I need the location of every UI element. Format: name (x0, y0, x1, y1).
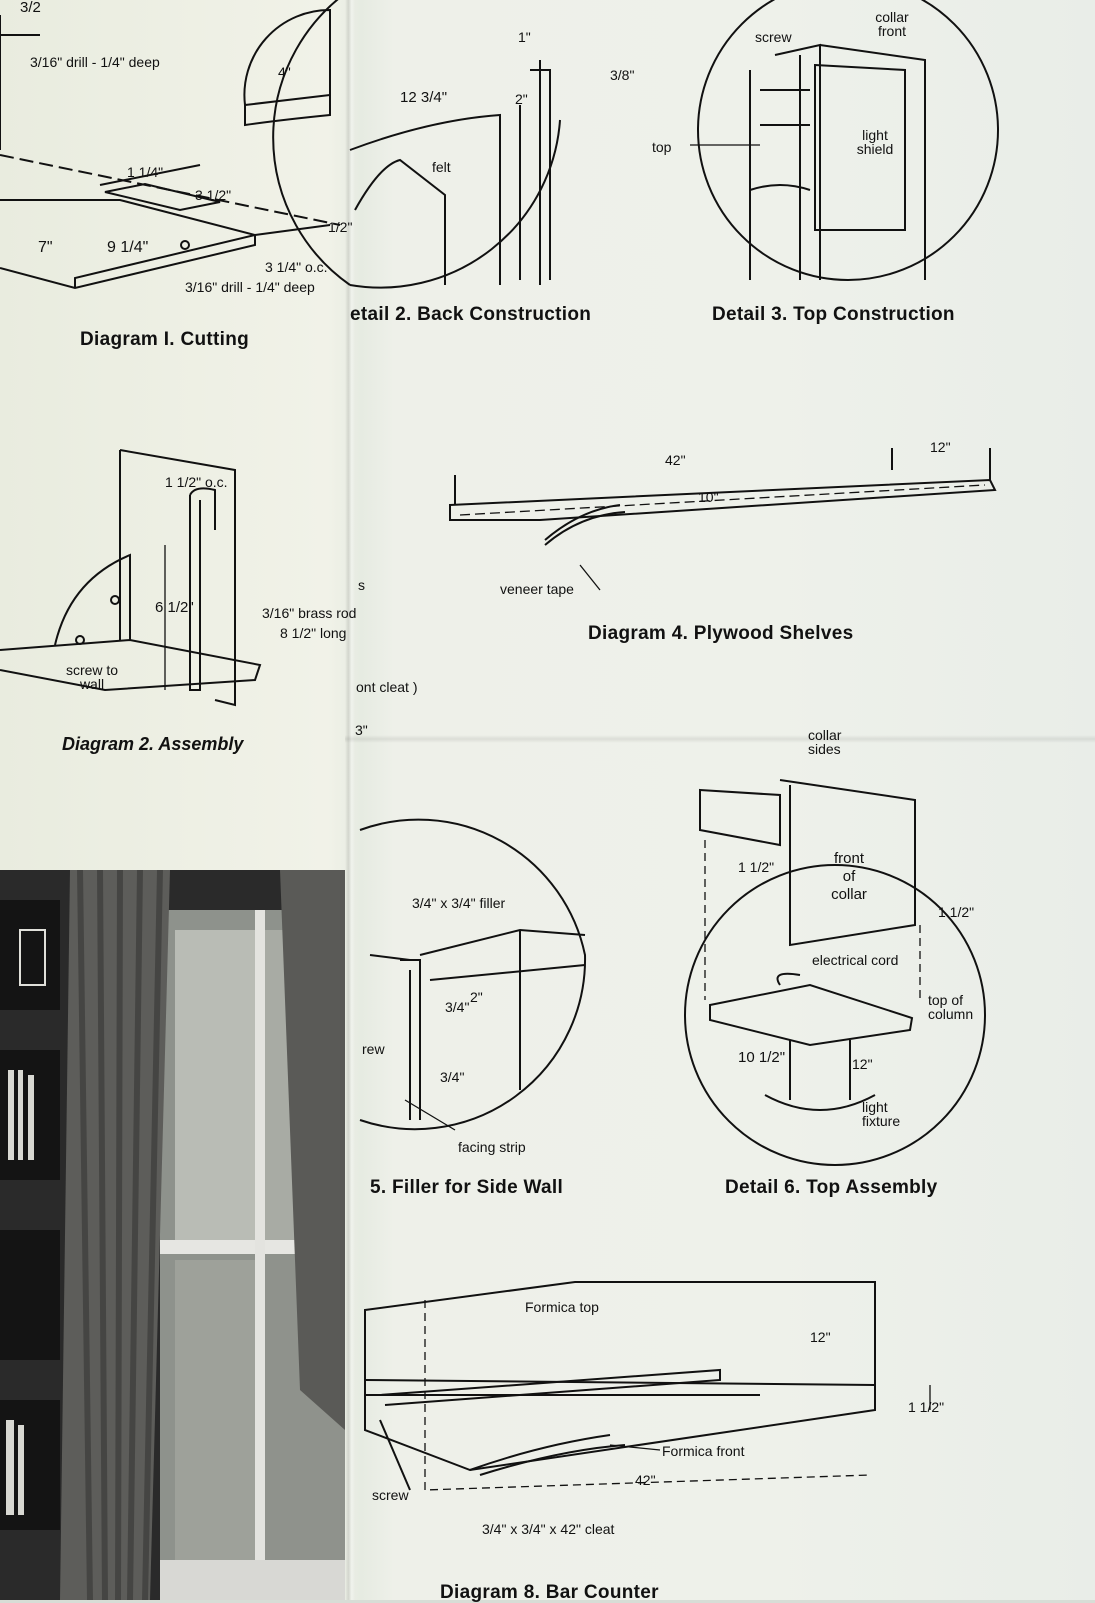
diagram4-shelf-drawing (449, 448, 997, 546)
diagram1-w4-label: 7" (38, 239, 53, 256)
diagram4-veneer-tape-label: veneer tape (500, 581, 574, 597)
horizontal-fold-crease (345, 735, 1095, 743)
detail5-screw-label: rew (362, 1041, 385, 1057)
detail2-d1-label: 1" (518, 29, 531, 45)
detail5-caption: 5. Filler for Side Wall (370, 1177, 564, 1198)
diagram8-depth-label: 12" (810, 1329, 831, 1345)
detail5-d3-label: 3/4" (440, 1069, 465, 1085)
detail5-d1-label: 3/4" (445, 999, 470, 1015)
detail2-circle-drawing (272, 0, 561, 289)
detail3-top-label: top (652, 139, 672, 155)
detail6-collar-sides-label: collar sides (808, 727, 842, 757)
detail2-felt-label: felt (432, 159, 451, 175)
diagram8-screw-label: screw (372, 1487, 409, 1503)
diagram8-counter-drawing (364, 1281, 876, 1491)
detail3-light-shield-label: light shield (856, 127, 894, 157)
diagram1-drill-bottom-label: 3/16" drill - 1/4" deep (185, 279, 315, 295)
detail6-h2-label: 1 1/2" (938, 904, 975, 920)
diagram4-caption: Diagram 4. Plywood Shelves (588, 623, 854, 644)
detail6-front-collar-label: front of collar (831, 850, 867, 903)
diagram8-thick-label: 1 1/2" (908, 1399, 945, 1415)
diagram1-drill-top-label: 3/16" drill - 1/4" deep (30, 54, 160, 70)
diagram1-cutting-drawing (0, 8, 341, 290)
fragment-s: s (358, 577, 365, 593)
diagram8-cleat-label: 3/4" x 3/4" x 42" cleat (482, 1521, 615, 1537)
diagram4-length-label: 42" (665, 452, 686, 468)
diagram1-w5-label: 9 1/4" (107, 239, 149, 256)
fragment-three: 3" (355, 722, 368, 738)
diagram2-screw-label: screw to wall (65, 662, 119, 692)
diagram2-oc-label: 1 1/2" o.c. (165, 474, 228, 490)
detail5-circle-drawing (359, 818, 587, 1131)
diagram2-rod-label: 3/16" brass rod (262, 605, 357, 621)
diagram2-rod-length-label: 8 1/2" long (280, 625, 347, 641)
detail3-circle-drawing (697, 0, 999, 281)
vertical-fold-crease (345, 0, 355, 1600)
detail5-d2-label: 2" (470, 989, 483, 1005)
detail6-w2-label: 12" (852, 1056, 873, 1072)
diagram1-w3-label: 1/2" (328, 219, 353, 235)
detail2-d3-label: 2" (515, 91, 528, 107)
diagram8-caption: Diagram 8. Bar Counter (440, 1582, 659, 1603)
diagram1-radius-label: 4" (278, 64, 291, 80)
diagram2-height-label: 6 1/2" (155, 599, 194, 616)
diagram2-assembly-drawing (0, 449, 262, 707)
detail6-caption: Detail 6. Top Assembly (725, 1177, 938, 1198)
diagram1-caption: Diagram I. Cutting (80, 329, 250, 350)
detail6-cord-label: electrical cord (812, 952, 899, 968)
diagram1-top-fraction: 3/2 (20, 0, 41, 16)
detail5-filler-label: 3/4" x 3/4" filler (412, 895, 506, 911)
detail5-facing-strip-label: facing strip (458, 1139, 526, 1155)
room-photo-illustration (0, 870, 345, 1600)
detail6-drawing (684, 779, 986, 1166)
detail6-w1-label: 10 1/2" (738, 1049, 786, 1066)
diagram1-w2-label: 3 1/2" (195, 187, 232, 203)
diagram8-formica-front-label: Formica front (662, 1443, 745, 1459)
detail3-caption: Detail 3. Top Construction (712, 304, 955, 325)
detail6-fixture-label: light fixture (862, 1099, 901, 1129)
detail3-screw-label: screw (755, 29, 792, 45)
diagram8-formica-top-label: Formica top (525, 1299, 599, 1315)
detail3-collar-front-label: collar front (875, 9, 909, 39)
diagram4-depth-label: 12" (930, 439, 951, 455)
detail6-h1-label: 1 1/2" (738, 859, 775, 875)
detail2-d2-label: 12 3/4" (400, 89, 448, 106)
room-photograph (0, 870, 345, 1600)
fragment-cleat: ont cleat ) (356, 679, 418, 695)
diagram1-w6-label: 3 1/4" o.c. (265, 259, 328, 275)
detail2-caption: etail 2. Back Construction (350, 304, 592, 325)
diagram1-w1-label: 1 1/4" (127, 164, 164, 180)
diagram2-caption: Diagram 2. Assembly (62, 734, 244, 754)
diagram4-inner-label: 10" (698, 489, 719, 505)
detail6-top-column-label: top of column (928, 992, 974, 1022)
diagram8-length-label: 42" (635, 1472, 656, 1488)
detail2-d4-label: 3/8" (610, 67, 635, 83)
